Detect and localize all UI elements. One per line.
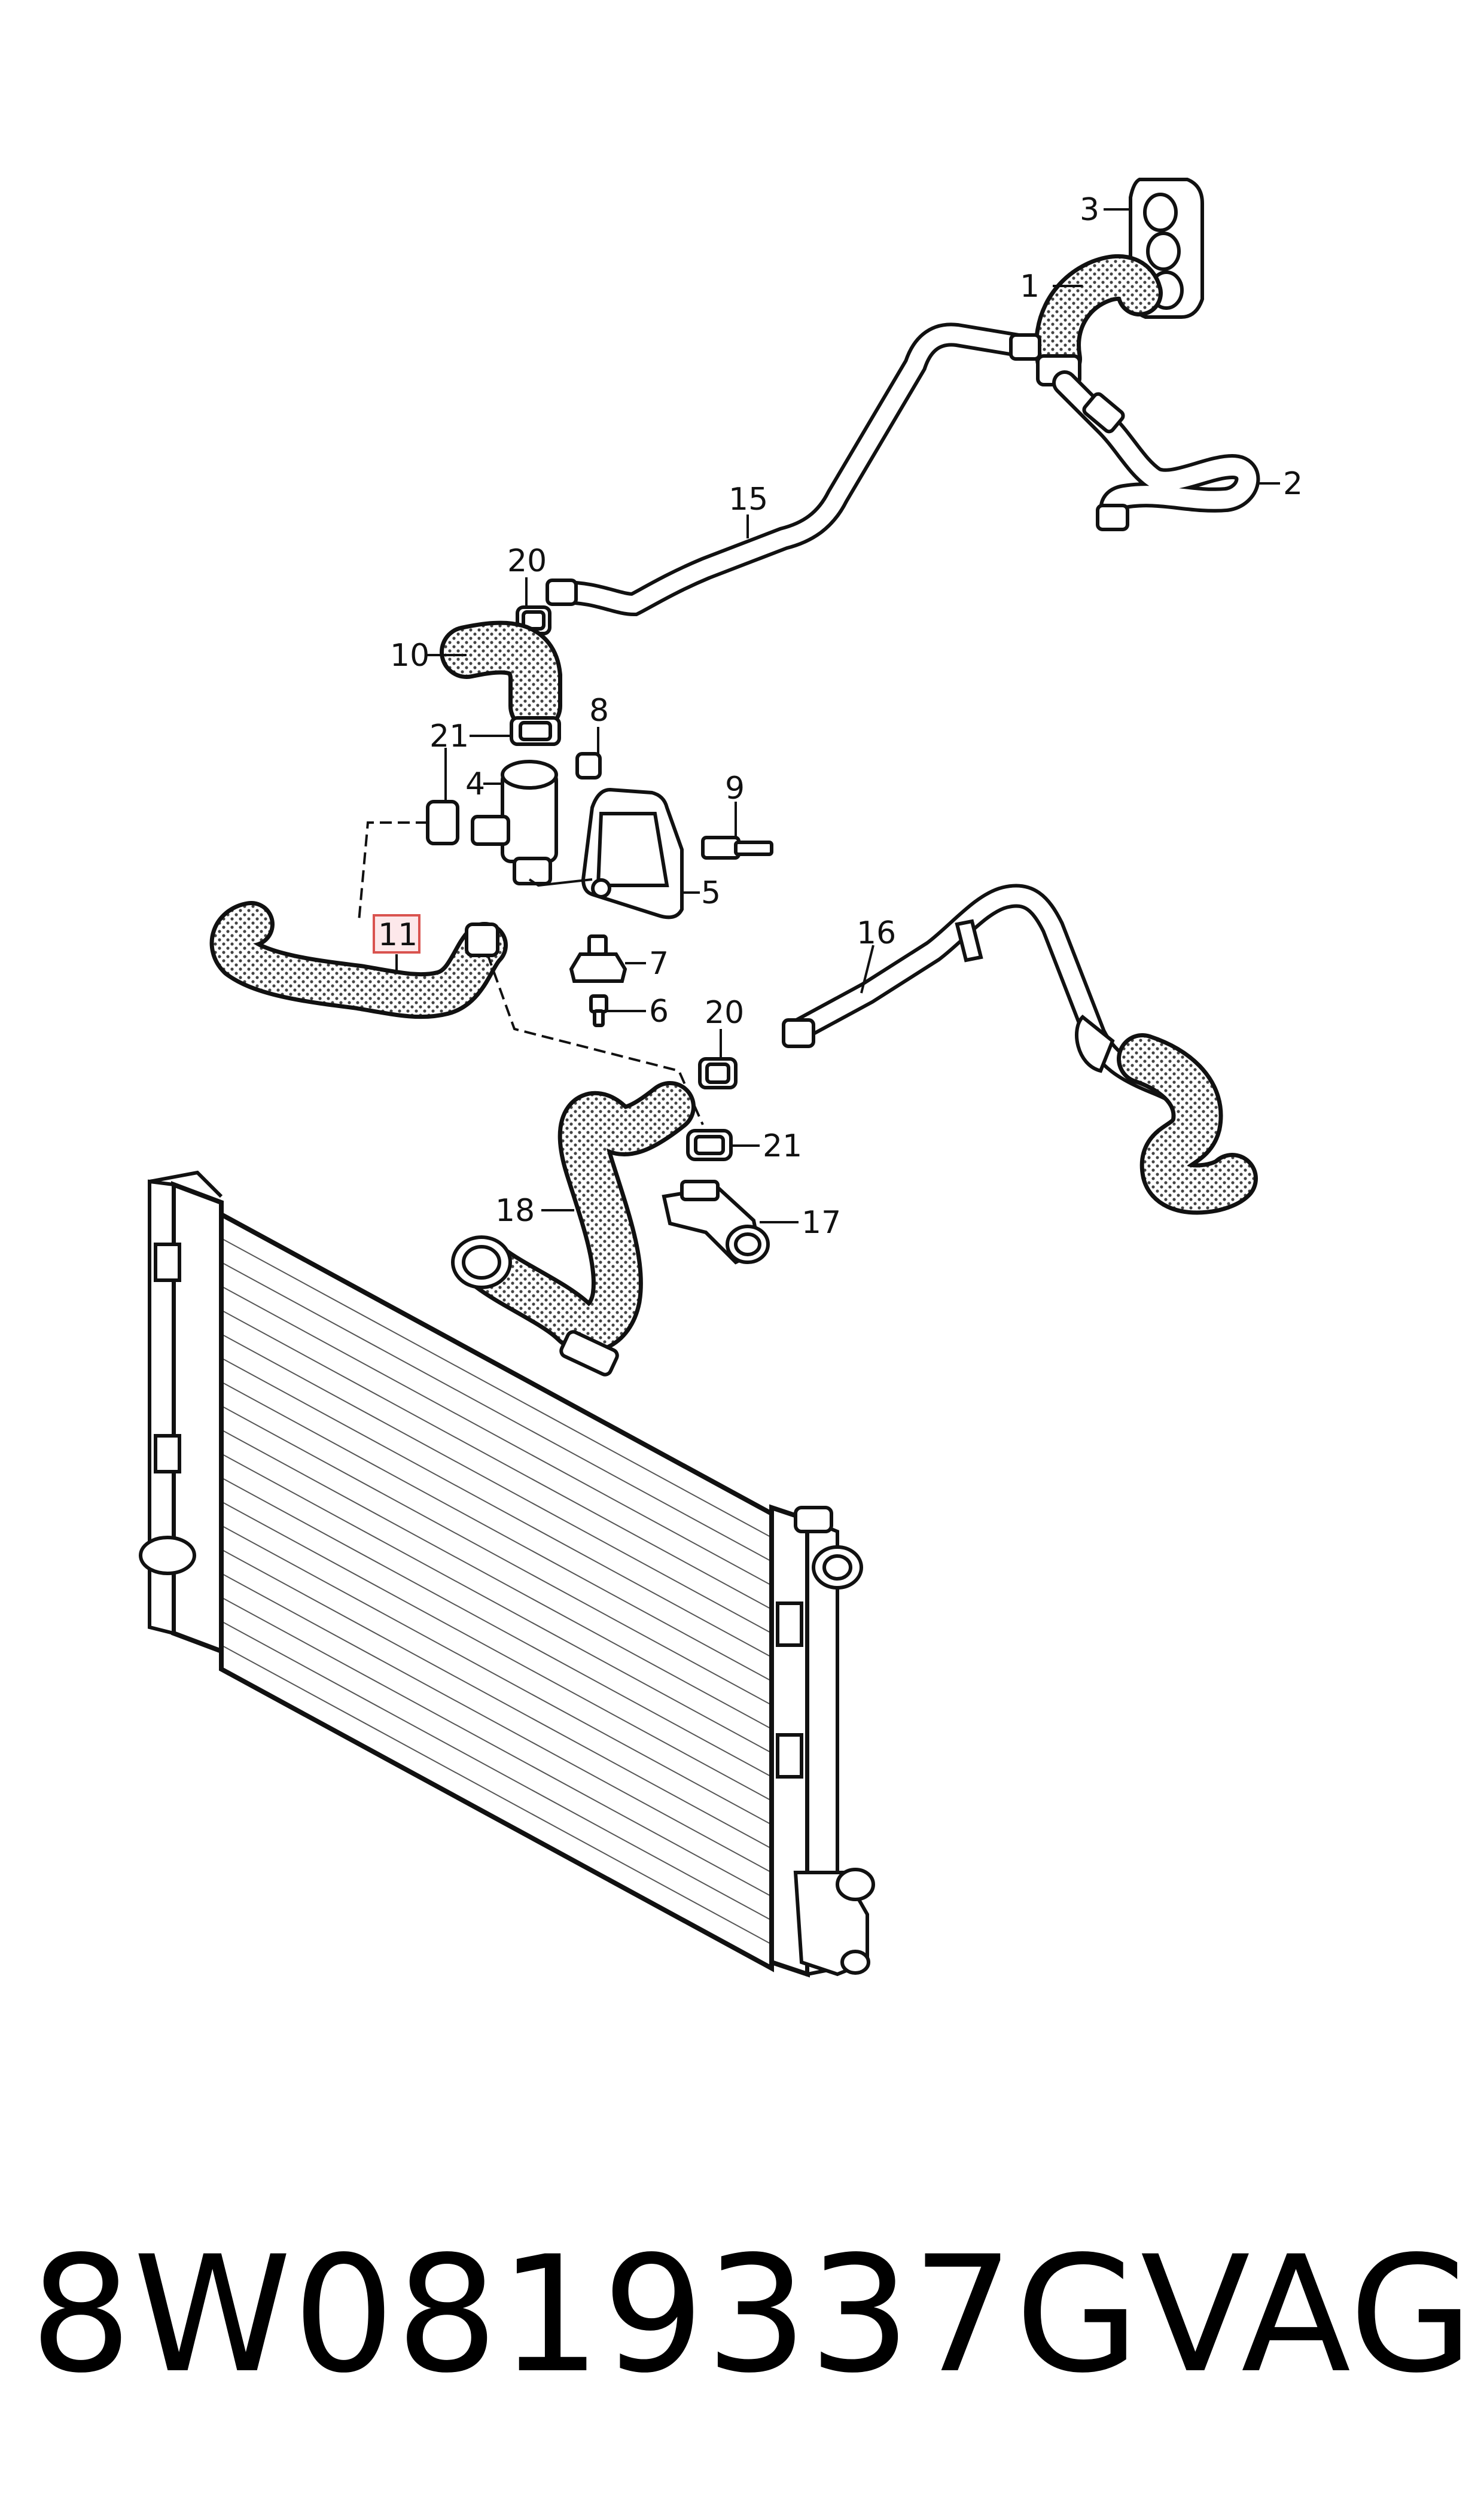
callout-21-upper: 21 xyxy=(429,718,469,754)
callout-5: 5 xyxy=(701,875,721,911)
callout-18: 18 xyxy=(495,1193,535,1229)
parts-diagram: 3 1 2 15 20 10 8 21 4 9 5 11 16 7 6 20 2… xyxy=(139,178,1303,1978)
water-pump-part-4 xyxy=(471,760,558,885)
coolant-hose-part-11 xyxy=(209,901,508,1019)
callout-10: 10 xyxy=(390,638,429,674)
coolant-hose-part-1 xyxy=(1034,254,1163,386)
screw-part-6 xyxy=(589,994,608,1027)
part-number: 8W0819337G xyxy=(30,2222,1141,2409)
callout-11: 11 xyxy=(378,917,418,953)
mount-part-7 xyxy=(569,934,627,983)
callout-6: 6 xyxy=(649,994,669,1030)
callout-15: 15 xyxy=(729,482,768,517)
callout-16: 16 xyxy=(857,915,896,951)
callout-7: 7 xyxy=(649,946,669,982)
grommet-part-8 xyxy=(575,752,602,780)
callout-11-highlight-box xyxy=(373,914,420,954)
part-info-footer: 8W0819337G VAG xyxy=(30,2222,1473,2409)
callout-20-upper: 20 xyxy=(507,543,547,579)
pump-bracket-part-5 xyxy=(581,787,684,919)
callout-8: 8 xyxy=(589,693,609,729)
callout-4: 4 xyxy=(465,766,485,802)
callout-1: 1 xyxy=(1020,269,1040,305)
brand-name: VAG xyxy=(1140,2222,1475,2409)
hose-clamp-part-21-pump xyxy=(426,800,459,845)
bolt-part-9 xyxy=(701,836,773,860)
connector-part-17 xyxy=(662,1180,770,1265)
hose-clamp-part-21-upper xyxy=(510,716,561,746)
coolant-pipe-part-2 xyxy=(1052,370,1260,531)
callout-21-lower: 21 xyxy=(763,1128,802,1164)
leader-lines xyxy=(358,208,1280,1223)
coolant-pipe-part-15 xyxy=(546,322,1041,617)
hose-clamp-part-21-lower xyxy=(686,1129,733,1161)
callout-2: 2 xyxy=(1283,466,1303,502)
callout-3: 3 xyxy=(1080,192,1099,228)
coolant-hose-part-16-end xyxy=(1117,1033,1258,1215)
radiator xyxy=(139,1170,875,1978)
callout-17: 17 xyxy=(802,1205,841,1241)
coolant-hose-part-18 xyxy=(451,1081,696,1377)
callout-9: 9 xyxy=(725,771,745,806)
callout-20-lower: 20 xyxy=(705,995,744,1031)
callout-numbers: 3 1 2 15 20 10 8 21 4 9 5 11 16 7 6 20 2… xyxy=(378,192,1303,1241)
coolant-hose-part-10 xyxy=(440,620,562,733)
coolant-pipe-part-16 xyxy=(782,884,1206,1137)
hose-clamp-part-20-lower xyxy=(698,1057,738,1089)
